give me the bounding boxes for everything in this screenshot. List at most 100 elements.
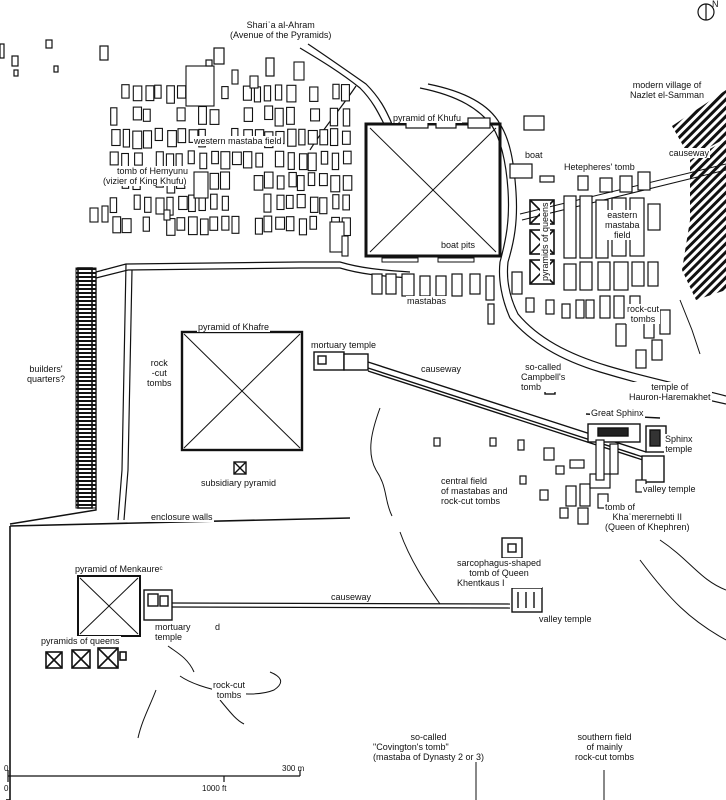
rock-cut-south-line1: rock-cut (213, 680, 246, 690)
mastaba-tomb (342, 194, 350, 211)
mastaba-tomb (332, 194, 340, 210)
southern-track (475, 760, 605, 800)
mastaba-tomb (198, 105, 207, 125)
khamerernebti-line2: Khaʿmerernebti II (612, 512, 683, 522)
subsidiary-pyramid-label: subsidiary pyramid (200, 478, 278, 488)
boat-pits-south-label: boat pits (440, 240, 477, 250)
rock-cut-east-line2: tombs (630, 314, 656, 324)
mastaba-tomb (242, 85, 252, 101)
rock-cut-east-label: rock-cut tombs (626, 304, 661, 324)
southern-field-label: southern field of mainly rock-cut tombs (574, 732, 636, 762)
mastaba-tomb (167, 130, 177, 148)
west-wall (9, 272, 97, 525)
mastaba-tomb (231, 151, 242, 166)
campbell-line2: Campbell's (521, 372, 566, 382)
central-line3: rock-cut tombs (441, 496, 501, 506)
khafre-valley-temple-label: valley temple (642, 484, 697, 494)
mastaba-tomb (209, 109, 220, 125)
avenue-label: Shariʿa al-Ahram (Avenue of the Pyramids… (230, 20, 331, 40)
eastern-line2: mastaba (605, 220, 640, 230)
mastaba-tomb (274, 84, 283, 101)
mastaba-tomb (264, 105, 274, 121)
menkaure-queens-pyramids (45, 647, 127, 669)
northern-misc-blocks (0, 39, 555, 183)
mastaba-tomb (254, 217, 263, 235)
mastaba-tomb (188, 194, 196, 213)
sphinx-temple-line1: Sphinx (665, 434, 693, 444)
mastaba-tomb (263, 171, 274, 189)
menkaure-mortuary-line1: mortuary (155, 622, 191, 632)
mastaba-tomb (330, 175, 341, 193)
mastaba-tomb (263, 215, 273, 233)
pyramid-menkaure (77, 575, 141, 637)
campbell-line3: tomb (521, 382, 542, 392)
mastaba-tomb (221, 215, 230, 231)
central-field-tombs (433, 437, 647, 525)
eastern-line1: eastern (607, 210, 638, 220)
mastaba-tomb (121, 218, 132, 234)
scale-zero-bottom: 0 (4, 784, 9, 793)
pyramid-khufu-label: pyramid of Khufu (392, 113, 463, 123)
mastaba-tomb (163, 209, 171, 221)
mastaba-tomb (210, 193, 218, 210)
eastern-line3: field (614, 230, 631, 240)
mastaba-tomb (176, 85, 187, 99)
covington-line3: (mastaba of Dynasty 2 or 3) (373, 752, 485, 762)
khafre-causeway-label: causeway (420, 364, 463, 374)
mastaba-tomb (293, 61, 305, 81)
khentkaus-line2: tomb of Queen (469, 568, 529, 578)
mastaba-tomb (166, 85, 175, 104)
menkaure-queens-label: pyramids of queens (40, 636, 121, 646)
mastaba-tomb (231, 69, 239, 85)
western-mastaba-label: western mastaba field (193, 136, 283, 146)
mastaba-tomb (145, 85, 155, 102)
mastaba-tomb (255, 152, 264, 168)
subsidiary-pyramid (233, 461, 247, 475)
mastaba-tomb (112, 216, 122, 234)
mastaba-tomb (155, 197, 165, 215)
mastaba-tomb (288, 171, 297, 188)
rock-cut-south-label: rock-cut tombs (212, 680, 247, 700)
mastaba-tomb (220, 151, 231, 170)
mastabas-label: mastabas (406, 296, 448, 306)
southern-line1: southern field (577, 732, 632, 742)
mastaba-tomb (286, 106, 295, 125)
mastaba-tomb (101, 205, 109, 223)
enclosure-walls (6, 517, 351, 800)
khentkaus-line1: sarcophagus-shaped (457, 558, 542, 568)
central-line2: of mastabas and (441, 486, 508, 496)
east-escarpment-hatch (682, 140, 726, 300)
mastaba-tomb (263, 85, 272, 102)
mastaba-tomb (110, 107, 118, 126)
mastaba-tomb (166, 218, 176, 236)
sphinx-temple-label: Sphinx temple (664, 434, 694, 454)
mastaba-tomb (253, 175, 264, 191)
mastaba-tomb (342, 175, 353, 191)
mastaba-tomb (307, 172, 316, 187)
khamerernebti-line1: tomb of (605, 502, 636, 512)
mastaba-tomb (242, 151, 253, 169)
mastaba-tomb (296, 193, 306, 209)
mastaba-tomb (243, 107, 254, 122)
mastaba-tomb (287, 152, 295, 170)
rock-cut-west-line3: tombs (147, 378, 172, 388)
khentkaus-label: sarcophagus-shaped tomb of Queen Khentka… (456, 558, 543, 588)
pyramid-khufu (364, 122, 502, 258)
mastaba-tomb (89, 207, 99, 223)
mastaba-tomb (132, 106, 143, 121)
mastaba-tomb (307, 152, 317, 172)
pyramid-menkaure-label: pyramid of Menkaureᶜ (74, 564, 164, 574)
pyramid-khafre (180, 330, 304, 452)
scale-imperial: 1000 ft (202, 784, 227, 793)
mastaba-tomb (249, 75, 259, 89)
central-field-label: central field of mastabas and rock-cut t… (440, 476, 509, 506)
mastaba-tomb (134, 152, 143, 166)
mastaba-tomb (285, 216, 295, 232)
khamerernebti-label: tomb of Khaʿmerernebti II (Queen of Khep… (604, 502, 691, 532)
mastaba-tomb (144, 196, 152, 213)
menkaure-valley-label: valley temple (538, 614, 593, 624)
hauron-line1: temple of (651, 382, 689, 392)
mastaba-tomb (209, 216, 219, 231)
hauron-temple-label: temple of Hauron-Haremakhet (628, 382, 712, 402)
avenue-road (299, 43, 393, 125)
